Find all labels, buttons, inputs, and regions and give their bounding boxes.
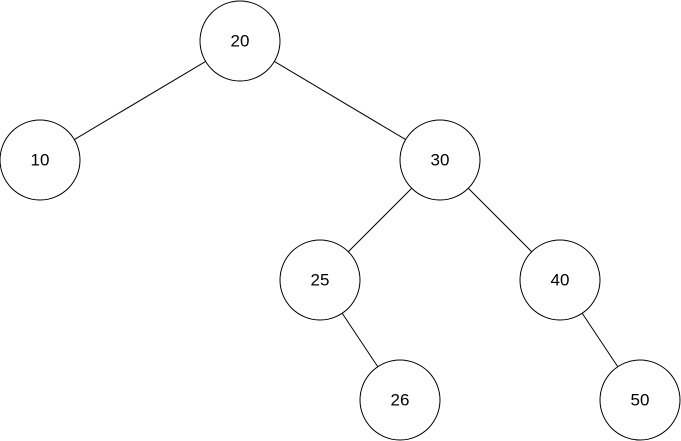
tree-edge [467,187,533,253]
node-circle [279,239,361,321]
node-circle [0,119,81,201]
tree-node: 10 [0,119,81,201]
tree-node: 50 [599,359,681,441]
tree-node: 40 [519,239,601,321]
tree-edge [581,313,619,367]
node-label: 25 [311,271,330,290]
node-circle [359,359,441,441]
edges-layer [74,61,619,367]
node-circle [399,119,481,201]
tree-edge [74,61,206,140]
tree-edge [347,187,413,253]
tree-node: 30 [399,119,481,201]
tree-node: 20 [199,0,281,82]
node-label: 10 [31,151,50,170]
node-circle [199,0,281,82]
tree-node: 26 [359,359,441,441]
node-label: 26 [391,391,410,410]
node-circle [599,359,681,441]
node-label: 30 [431,151,450,170]
node-label: 40 [551,271,570,290]
node-label: 50 [631,391,650,410]
tree-edge [341,313,379,367]
tree-node: 25 [279,239,361,321]
tree-edge [274,61,406,140]
node-label: 20 [231,32,250,51]
node-circle [519,239,601,321]
